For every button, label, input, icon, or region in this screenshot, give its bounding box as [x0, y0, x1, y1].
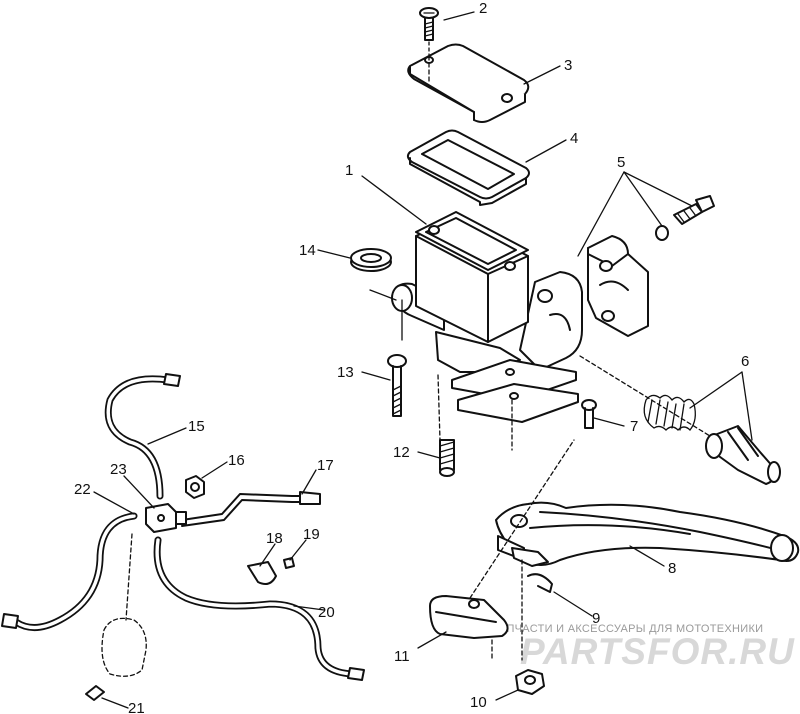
part-master-cylinder-body-1 — [391, 211, 583, 373]
callout-label-14: 14 — [299, 242, 316, 259]
callout-label-23: 23 — [110, 461, 127, 478]
callout-label-7: 7 — [630, 418, 638, 435]
callout-label-6: 6 — [741, 353, 749, 370]
hose-20 — [153, 536, 365, 681]
part-piston-spring-6 — [643, 394, 781, 485]
part-clamp-5 — [587, 235, 649, 337]
callout-label-20: 20 — [318, 604, 335, 621]
part-screw-13 — [387, 354, 407, 417]
callout-label-13: 13 — [337, 364, 354, 381]
callout-label-22: 22 — [74, 481, 91, 498]
watermark-tagline: ЗАПЧАСТИ И АКСЕССУАРЫ ДЛЯ МОТОТЕХНИКИ — [492, 623, 763, 635]
leader-lines — [317, 11, 753, 701]
part-seal-14 — [350, 248, 392, 272]
callout-label-1: 1 — [345, 162, 353, 179]
part-pin-7 — [581, 399, 597, 429]
hose-leader-lines — [93, 427, 325, 709]
callout-label-17: 17 — [317, 457, 334, 474]
brake-line-17 — [181, 491, 321, 527]
part-fitting-16 — [185, 475, 205, 499]
callout-label-5: 5 — [617, 154, 625, 171]
callout-label-3: 3 — [564, 57, 572, 74]
watermark: PARTSFOR.RU ЗАПЧАСТИ И АКСЕССУАРЫ ДЛЯ МО… — [492, 623, 795, 672]
part-nut-10 — [515, 669, 545, 695]
part-bolt-5 — [655, 195, 715, 241]
part-screw-12 — [439, 439, 455, 477]
callout-label-10: 10 — [470, 694, 487, 711]
callout-label-19: 19 — [303, 526, 320, 543]
part-screw-2 — [419, 7, 439, 57]
callout-label-9: 9 — [592, 610, 600, 627]
callout-1-label-2: 2 — [479, 0, 487, 17]
callout-labels: 2 3 4 1 5 14 6 13 7 12 8 9 11 10 15 16 1… — [74, 0, 749, 714]
part-caliper-outline — [101, 533, 147, 677]
callout-label-8: 8 — [668, 560, 676, 577]
callout-label-15: 15 — [188, 418, 205, 435]
callout-label-16: 16 — [228, 452, 245, 469]
part-junction-block-23 — [145, 503, 187, 533]
callout-label-4: 4 — [570, 130, 578, 147]
hose-22 — [1, 512, 138, 631]
callout-label-12: 12 — [393, 444, 410, 461]
callout-label-21: 21 — [128, 700, 145, 714]
part-reservoir-cover-3 — [407, 43, 530, 123]
watermark-brand: PARTSFOR.RU — [520, 631, 795, 672]
hose-15 — [104, 373, 181, 500]
callout-label-11: 11 — [394, 648, 410, 665]
callout-label-18: 18 — [266, 530, 283, 547]
part-mounting-plate — [451, 359, 579, 423]
part-lever-guard-11 — [429, 595, 509, 639]
part-bracket-18-19 — [247, 557, 295, 585]
part-brake-lever-8 — [495, 501, 800, 566]
part-clip-9 — [511, 547, 553, 593]
part-screw-21 — [85, 685, 105, 701]
part-gasket-4 — [406, 129, 530, 206]
